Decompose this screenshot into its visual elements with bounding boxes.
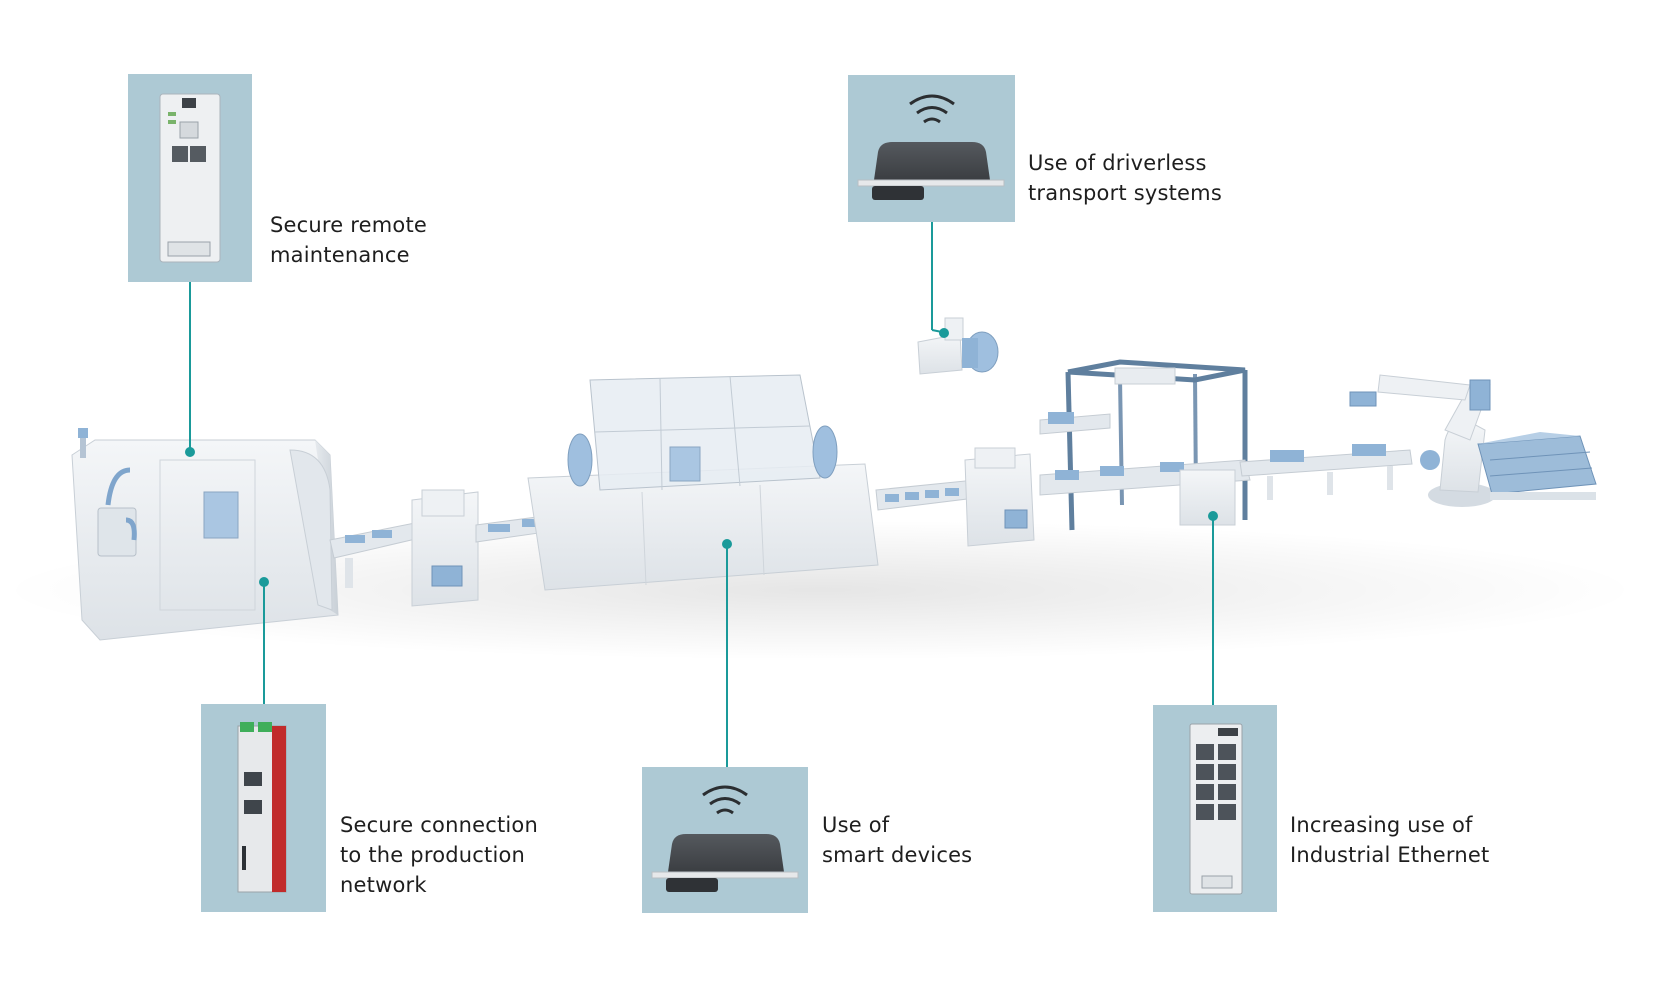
label-line: Secure remote xyxy=(270,213,428,237)
label-line: Increasing use of xyxy=(1290,813,1473,837)
transfer-station xyxy=(411,489,479,607)
connector-dot-production-network xyxy=(259,577,269,587)
label-line: smart devices xyxy=(822,843,973,867)
label-industrial-ethernet: Increasing use of Industrial Ethernet xyxy=(1290,810,1489,870)
driverless-transport-vehicle xyxy=(917,317,999,375)
pallet-stack xyxy=(1477,432,1597,500)
label-line: Use of xyxy=(822,813,890,837)
connector-dot-industrial-ethernet xyxy=(1208,511,1218,521)
label-production-network: Secure connection to the production netw… xyxy=(340,810,538,900)
label-remote-maintenance: Secure remote maintenance xyxy=(270,210,427,270)
card-production-network xyxy=(201,704,326,912)
label-smart-devices: Use of smart devices xyxy=(822,810,972,870)
conveyor-3 xyxy=(875,479,976,511)
conveyor-4 xyxy=(1239,444,1413,500)
gantry-robot xyxy=(1039,359,1251,531)
wireless-module-icon xyxy=(857,94,1005,200)
connector-dot-smart-devices xyxy=(722,539,732,549)
wireless-module-icon xyxy=(651,785,799,892)
label-line: Secure connection xyxy=(340,813,538,837)
router-device-icon xyxy=(159,93,221,263)
label-line: maintenance xyxy=(270,243,410,267)
robot-arm xyxy=(1349,374,1496,507)
label-line: transport systems xyxy=(1028,181,1222,205)
ethernet-switch-icon xyxy=(1189,723,1243,895)
assembly-cell xyxy=(527,374,879,591)
card-industrial-ethernet xyxy=(1153,705,1277,912)
connector-dot-remote-maintenance xyxy=(185,447,195,457)
card-driverless-transport xyxy=(848,75,1015,222)
card-remote-maintenance xyxy=(128,74,252,282)
label-driverless-transport: Use of driverless transport systems xyxy=(1028,148,1222,208)
inspection-station xyxy=(964,447,1035,547)
connector-lines xyxy=(185,222,1218,767)
label-line: Use of driverless xyxy=(1028,151,1207,175)
connector-dot-driverless-transport xyxy=(939,328,949,338)
cnc-machine xyxy=(71,428,339,641)
label-line: to the production xyxy=(340,843,526,867)
label-line: Industrial Ethernet xyxy=(1290,843,1490,867)
security-appliance-icon xyxy=(237,722,287,893)
label-line: network xyxy=(340,873,427,897)
card-smart-devices xyxy=(642,767,808,913)
